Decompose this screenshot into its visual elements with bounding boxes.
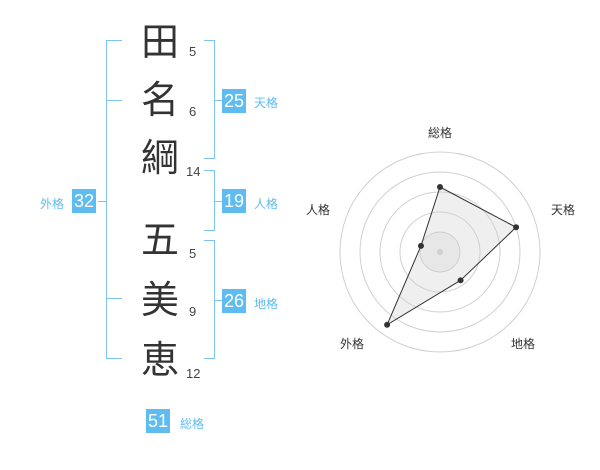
radar-point <box>437 184 443 190</box>
radar-point <box>384 321 391 328</box>
radar-label-soukaku: 総格 <box>428 126 453 140</box>
chikaku-badge: 26 <box>222 289 247 313</box>
radar-label-jinkaku: 人格 <box>306 203 331 217</box>
jinkaku-label: 人格 <box>254 197 279 211</box>
radar-ring <box>419 231 461 273</box>
jinkaku-badge: 19 <box>222 189 247 213</box>
radar-ring <box>339 151 541 353</box>
chikaku-label: 地格 <box>254 297 279 311</box>
stroke-count-4: 5 <box>189 246 197 261</box>
gaikaku-badge: 32 <box>72 189 97 213</box>
stroke-count-5: 9 <box>189 304 197 319</box>
radar-point <box>457 277 464 284</box>
gaikaku-label: 外格 <box>40 197 65 211</box>
name-char-6: 恵 <box>141 338 180 382</box>
radar-ring <box>379 191 501 313</box>
stroke-count-1: 5 <box>189 44 197 59</box>
tenkaku-badge: 25 <box>222 89 247 113</box>
name-char-4: 五 <box>141 218 180 262</box>
name-char-1: 田 <box>141 20 180 64</box>
name-char-2: 名 <box>141 78 180 122</box>
soukaku-label: 総格 <box>180 417 205 431</box>
stroke-count-2: 6 <box>189 104 197 119</box>
radar-point <box>513 224 520 231</box>
radar-ring <box>399 211 481 293</box>
stroke-count-3: 14 <box>186 164 201 179</box>
radar-point <box>417 242 424 249</box>
name-char-5: 美 <box>141 278 180 322</box>
radar-label-gaikaku: 外格 <box>340 337 365 351</box>
radar-label-tenkaku: 天格 <box>551 203 576 217</box>
tenkaku-label: 天格 <box>254 96 279 110</box>
name-char-3: 綱 <box>141 136 180 180</box>
radar-rings <box>339 151 541 353</box>
radar-points <box>384 184 520 328</box>
radar-label-chikaku: 地格 <box>511 337 536 351</box>
radar-shape <box>386 186 517 327</box>
radar-ring <box>359 171 521 333</box>
stroke-count-6: 12 <box>186 366 201 381</box>
soukaku-badge: 51 <box>146 409 171 433</box>
radar-center <box>437 249 443 255</box>
